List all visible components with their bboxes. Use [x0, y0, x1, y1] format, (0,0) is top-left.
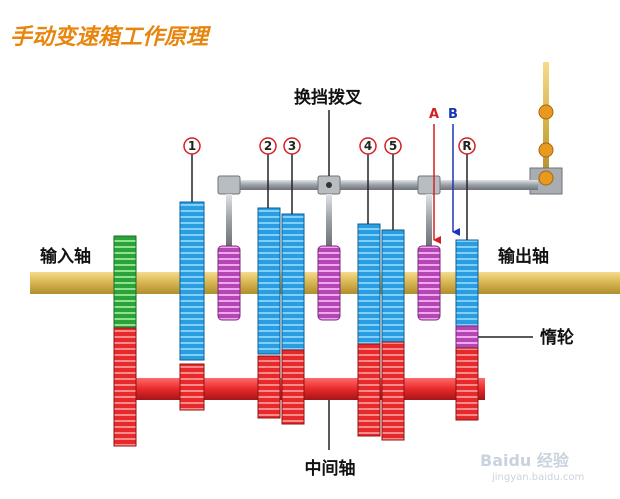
- svg-text:A: A: [429, 107, 439, 122]
- svg-text:4: 4: [364, 139, 372, 153]
- gear-badge-4: 4: [359, 137, 377, 224]
- svg-text:3: 3: [288, 139, 296, 153]
- svg-text:输出轴: 输出轴: [498, 246, 549, 267]
- gear-badge-5: 5: [384, 137, 402, 230]
- svg-text:B: B: [448, 107, 458, 122]
- gear-2: [257, 207, 281, 419]
- gear-4: [357, 223, 381, 437]
- shift-lever: [529, 62, 563, 195]
- gear-5: [381, 229, 405, 441]
- label-idler-gear: 惰轮: [478, 327, 574, 348]
- svg-text:jingyan.baidu.com: jingyan.baidu.com: [491, 472, 584, 483]
- gear-badge-1: 1: [183, 137, 201, 202]
- gear-badge-3: 3: [283, 137, 301, 214]
- synchronizer-5-r: [417, 245, 441, 321]
- arrow-a: A: [429, 107, 441, 244]
- svg-text:5: 5: [389, 139, 397, 153]
- gear-3: [281, 213, 305, 425]
- svg-text:Baidu 经验: Baidu 经验: [480, 451, 570, 470]
- svg-text:中间轴: 中间轴: [305, 458, 356, 479]
- gear-r: [455, 239, 479, 421]
- synchronizer-3-4: [317, 245, 341, 321]
- diagram-title: 手动变速箱工作原理: [10, 24, 212, 50]
- arrow-b: B: [448, 107, 460, 236]
- input-gear: [113, 235, 137, 447]
- label-output-shaft: 输出轴: [498, 246, 549, 267]
- synchronizer-1-2: [217, 245, 241, 321]
- svg-text:R: R: [462, 139, 471, 153]
- gear-badge-2: 2: [259, 137, 277, 208]
- svg-text:2: 2: [264, 139, 272, 153]
- gear-badge-r: R: [458, 137, 476, 240]
- svg-text:1: 1: [188, 139, 196, 153]
- gear-number-badges: 1 2 3 4 5 R: [183, 137, 476, 240]
- label-input-shaft: 输入轴: [40, 246, 91, 267]
- svg-text:输入轴: 输入轴: [40, 246, 91, 267]
- svg-text:惰轮: 惰轮: [540, 327, 574, 348]
- gear-1: [179, 201, 205, 411]
- watermark: Baidu 经验 jingyan.baidu.com: [480, 451, 584, 483]
- label-countershaft: 中间轴: [305, 400, 356, 479]
- label-shift-fork: 换挡拨叉: [294, 87, 363, 176]
- idler-gear-block: [455, 325, 479, 349]
- svg-text:换挡拨叉: 换挡拨叉: [294, 87, 363, 108]
